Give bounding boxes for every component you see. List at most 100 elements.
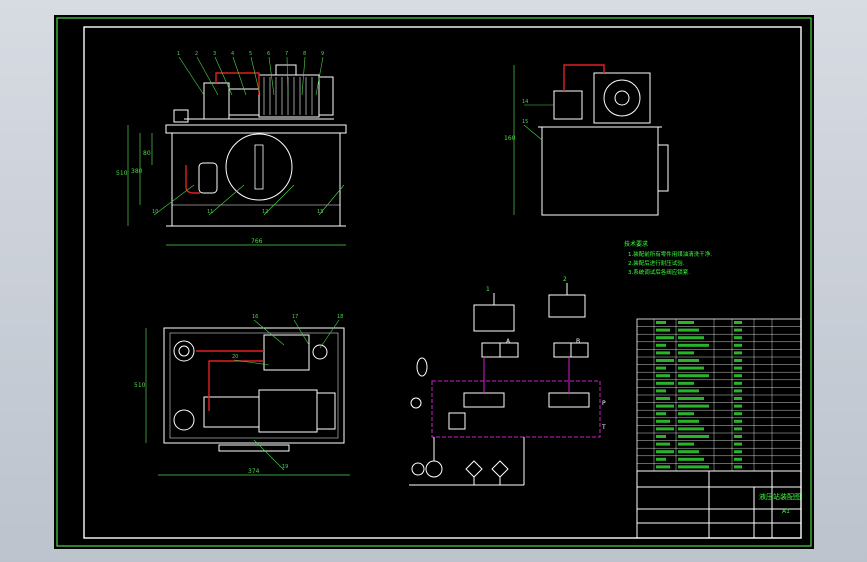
top-manifold	[263, 334, 310, 371]
parts-entry-mark	[678, 389, 699, 393]
cylinder-1	[473, 304, 515, 332]
top-tank-outline	[163, 327, 345, 444]
parts-entry-mark	[656, 435, 666, 438]
motor-body	[258, 74, 320, 118]
part-balloon: 20	[232, 354, 238, 360]
side-motor-flange	[603, 79, 641, 117]
parts-entry-mark	[678, 328, 699, 332]
parts-entry-mark	[678, 359, 699, 362]
parts-entry-mark	[678, 419, 699, 423]
leader-line	[196, 56, 219, 96]
leader-line	[253, 319, 285, 346]
port-t: T	[601, 424, 606, 431]
manifold-boundary	[431, 380, 601, 438]
parts-entry-mark	[734, 465, 742, 469]
part-balloon: 8	[303, 51, 306, 57]
parts-entry-mark	[734, 419, 742, 423]
parts-entry-mark	[734, 351, 742, 355]
top-motor-cap	[316, 392, 336, 430]
cylinder-1-label: 1	[486, 286, 490, 293]
part-balloon: 2	[195, 51, 198, 57]
part-balloon: 9	[321, 51, 324, 57]
solenoid-valve-right	[548, 392, 590, 408]
part-balloon: 1	[177, 51, 180, 57]
parts-entry-mark	[656, 427, 674, 431]
pressure-line	[215, 72, 260, 95]
part-balloon: 3	[213, 51, 216, 57]
parts-entry-mark	[734, 442, 742, 446]
parts-entry-mark	[656, 419, 670, 423]
part-balloon: 10	[152, 209, 158, 215]
parts-entry-mark	[656, 412, 666, 416]
motor-fins	[263, 77, 313, 115]
notes-line-2: 2.装配后进行耐压试验.	[628, 259, 685, 267]
leader-line	[286, 56, 289, 96]
notes-line-3: 3.系统调试后各阀应锁紧.	[628, 268, 690, 276]
leader-line	[319, 319, 340, 349]
parts-entry-mark	[678, 427, 704, 431]
part-balloon: 6	[267, 51, 270, 57]
dim-height-inner: 380	[131, 168, 143, 175]
top-dim-bottom: 374	[248, 468, 260, 475]
parts-entry-mark	[734, 343, 742, 347]
parts-entry-mark	[678, 404, 709, 408]
return-filter	[198, 162, 218, 194]
side-valve	[553, 90, 583, 120]
parts-list-table[interactable]	[636, 318, 802, 472]
parts-entry-mark	[678, 397, 704, 400]
top-skid	[218, 444, 290, 452]
schematic-check	[491, 460, 509, 478]
parts-entry-mark	[656, 321, 666, 324]
port-p: P	[602, 400, 606, 407]
side-bracket	[657, 144, 669, 192]
solenoid-valve-left	[463, 392, 505, 408]
parts-entry-mark	[678, 435, 709, 438]
parts-entry-mark	[734, 427, 742, 431]
parts-entry-mark	[734, 435, 742, 438]
title-block-frame	[636, 470, 802, 539]
accumulator	[416, 357, 428, 377]
parts-entry-mark	[656, 450, 674, 454]
relief-valve	[448, 412, 466, 430]
part-balloon: 19	[282, 464, 288, 470]
schematic-motor	[411, 462, 425, 476]
outer-frame	[56, 17, 812, 547]
technical-notes[interactable]: 技术要求 1.装配前所有零件用煤油清洗干净. 2.装配后进行耐压试验. 3.系统…	[624, 240, 712, 276]
sight-window-slot	[254, 144, 264, 190]
notes-line-1: 1.装配前所有零件用煤油清洗干净.	[628, 250, 712, 258]
parts-entry-mark	[734, 366, 742, 370]
leader-line	[268, 56, 275, 96]
leader-line	[253, 439, 285, 471]
filler-cap	[173, 340, 195, 362]
parts-entry-mark	[656, 381, 674, 385]
part-balloon: 4	[231, 51, 234, 57]
hydraulic-schematic[interactable]: 1 2 P T A B	[409, 276, 606, 486]
top-dim-depth: 510	[134, 382, 146, 389]
side-tank-body	[541, 126, 659, 216]
suction-filter	[173, 409, 195, 431]
part-balloon: 11	[207, 209, 213, 215]
sight-window	[225, 133, 293, 201]
leader-line	[208, 184, 245, 216]
parts-entry-mark	[656, 457, 666, 461]
cylinder-2-label: 2	[563, 276, 567, 283]
motor-endcap	[318, 76, 334, 116]
parts-entry-mark	[734, 374, 742, 378]
parts-entry-mark	[678, 374, 709, 378]
filler-cap-inner	[178, 345, 190, 357]
parts-entry-mark	[656, 465, 670, 469]
title-block[interactable]: 液压站装配图 A1	[636, 470, 802, 539]
part-balloon: 7	[285, 51, 288, 57]
part-balloon: 14	[522, 99, 528, 105]
parts-entry-mark	[678, 442, 694, 446]
schematic-pump	[425, 460, 443, 478]
parts-entry-mark	[734, 450, 742, 454]
